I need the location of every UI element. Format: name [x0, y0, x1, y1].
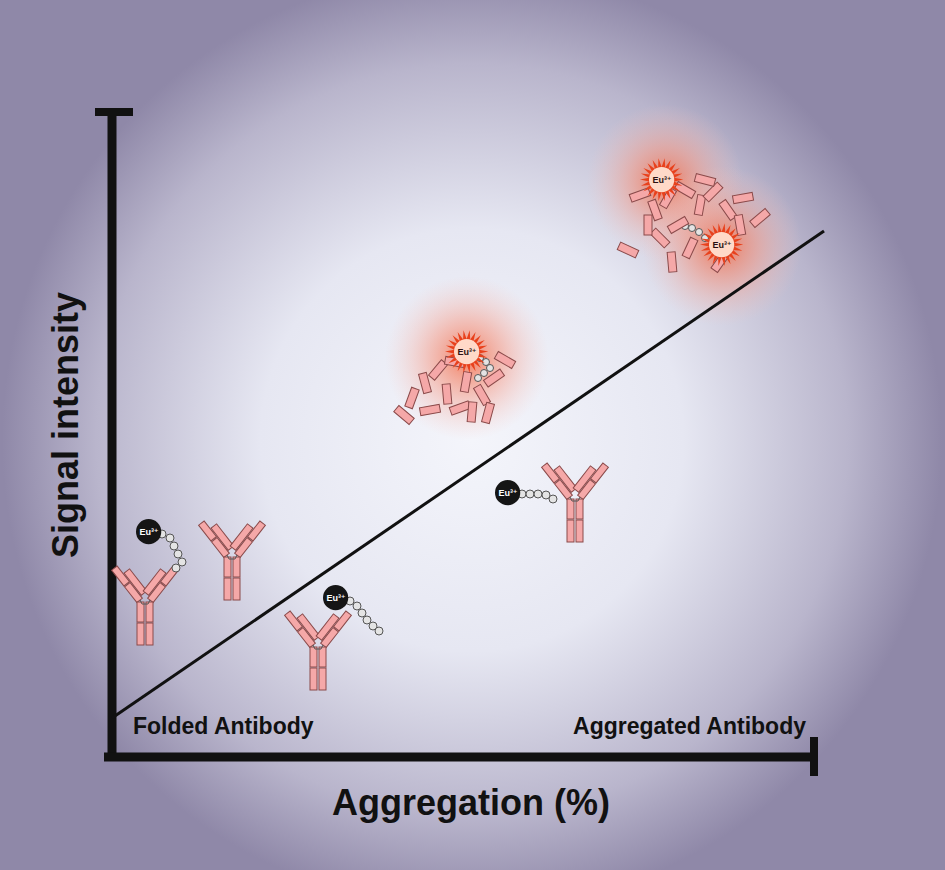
antibody [112, 561, 179, 645]
aggregate [394, 352, 516, 425]
europium-emission: Eu³⁺ [709, 232, 734, 257]
ion-label: Eu³⁺ [712, 241, 731, 250]
ion-label: Eu³⁺ [457, 348, 476, 357]
europium-ion: Eu³⁺ [323, 585, 348, 610]
axes [95, 110, 824, 776]
chelator-chain [158, 223, 709, 636]
glow [385, 276, 549, 440]
antibody [285, 606, 352, 690]
europium-emission: Eu³⁺ [454, 339, 479, 364]
europium-emission: Eu³⁺ [649, 167, 674, 192]
axis-end-label: Aggregated Antibody [573, 713, 806, 740]
aggregate [617, 174, 770, 273]
ion-label: Eu³⁺ [326, 594, 345, 603]
ion-label: Eu³⁺ [652, 176, 671, 185]
antibody [542, 458, 609, 542]
axis-end-label: Folded Antibody [133, 713, 314, 740]
ion-label: Eu³⁺ [139, 528, 158, 537]
axis-label: Signal intensity [45, 292, 87, 558]
axis-label: Aggregation (%) [332, 782, 610, 824]
europium-ion: Eu³⁺ [495, 480, 520, 505]
antibody [199, 516, 266, 600]
europium-ion: Eu³⁺ [136, 519, 161, 544]
ion-label: Eu³⁺ [498, 489, 517, 498]
